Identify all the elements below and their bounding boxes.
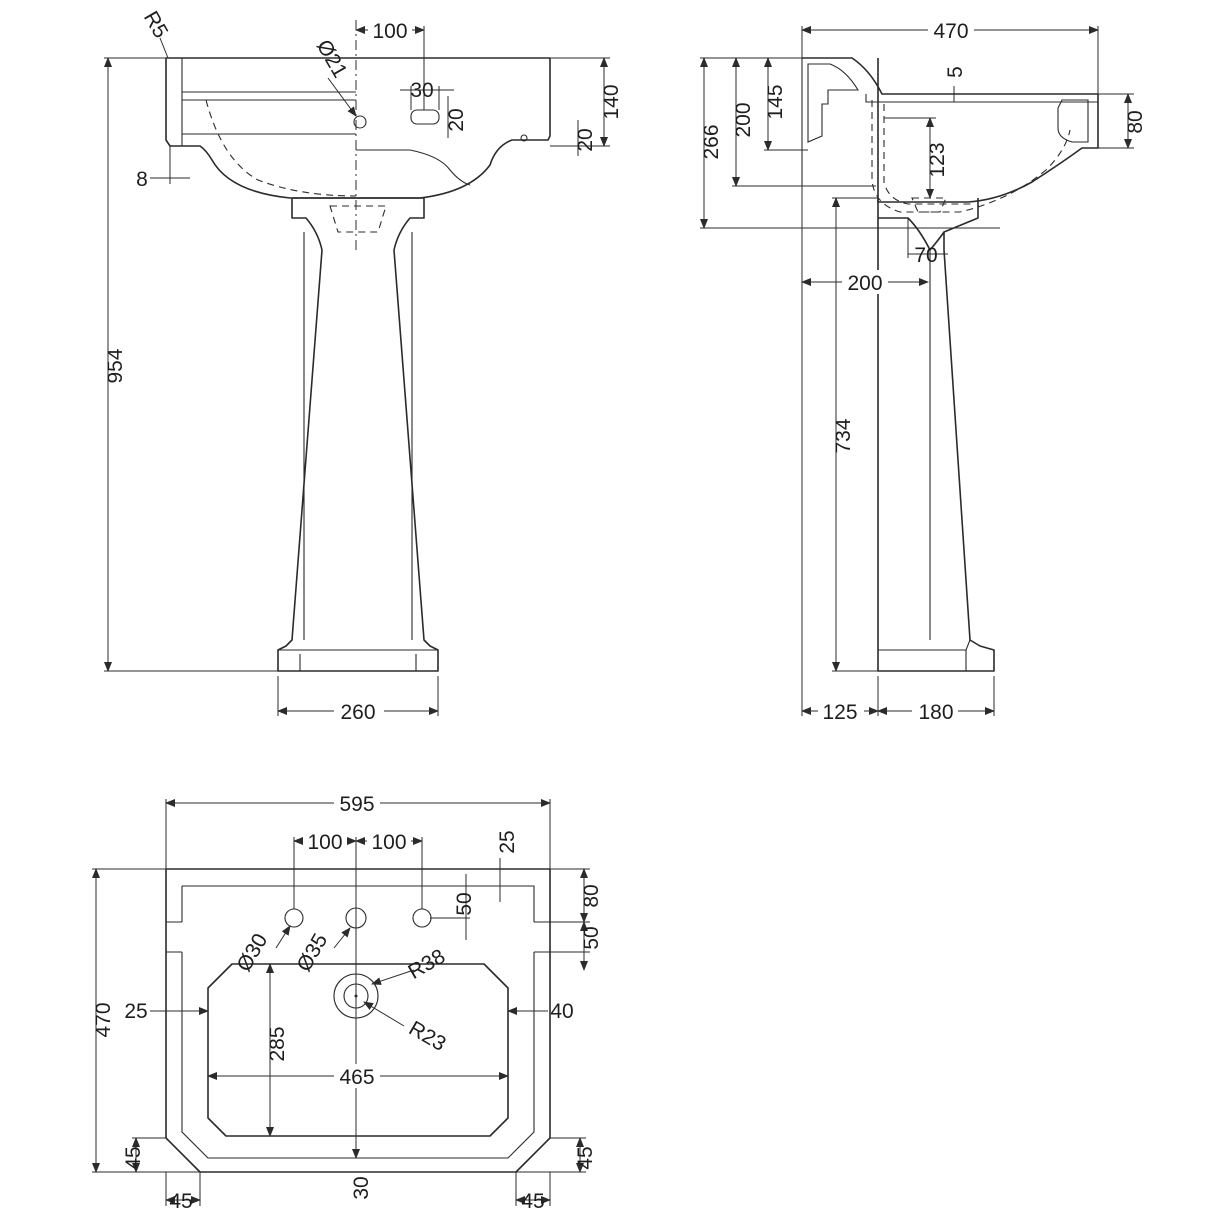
side-basin-outline <box>802 57 1099 203</box>
dim-8: 8 <box>136 168 148 191</box>
side-dim-145: 145 <box>764 84 787 119</box>
dim-140: 140 <box>600 84 623 119</box>
label-dia35: Ø35 <box>292 930 332 976</box>
plan-dim-100a-mask <box>303 829 347 853</box>
dim-100-mask <box>368 18 412 42</box>
plan-dim-100b-mask <box>367 829 411 853</box>
label-r23: R23 <box>405 1017 450 1056</box>
side-view: 470 5 266 200 145 80 123 70 200 734 <box>700 18 1147 724</box>
dim-20b: 20 <box>574 128 597 151</box>
plan-dim-25top: 25 <box>496 830 519 853</box>
side-dim-70: 70 <box>914 244 937 267</box>
side-dim-123: 123 <box>926 142 949 177</box>
dim-260-mask <box>334 699 384 723</box>
dia30-leader <box>275 925 291 949</box>
label-r5: R5 <box>139 7 172 42</box>
overflow-hole <box>353 115 367 129</box>
plan-rim-steps <box>166 921 550 953</box>
plan-dim-465-mask <box>334 1064 380 1088</box>
side-dim-200b: 200 <box>847 272 882 295</box>
plan-rim-inner <box>181 885 535 1159</box>
plan-dim-30: 30 <box>350 1176 373 1199</box>
dim-200b-mask <box>842 270 888 294</box>
fixing-hole <box>520 134 528 142</box>
tap-hole-right <box>412 908 432 928</box>
r5-leader <box>159 37 169 59</box>
plan-dim-285: 285 <box>266 1026 289 1061</box>
side-dim-734: 734 <box>832 418 855 453</box>
dim-180-mask <box>912 699 958 723</box>
plan-dim-80: 80 <box>580 884 603 907</box>
plan-dim-595: 595 <box>339 793 374 816</box>
side-bowl-hidden-2 <box>883 104 972 205</box>
plan-dim-25left: 25 <box>124 1000 147 1023</box>
dia35-leader <box>333 927 351 949</box>
dim-260: 260 <box>340 701 375 724</box>
plan-dim-595-mask <box>334 791 380 815</box>
side-overflow-profile <box>807 63 859 143</box>
dia21-leader <box>327 77 357 117</box>
side-pedestal-foot <box>878 639 971 671</box>
tap-hole-left <box>284 908 304 928</box>
front-waste-hidden <box>329 205 387 233</box>
side-waste-hidden <box>911 197 947 213</box>
plan-dim-45bl: 45 <box>169 1190 192 1213</box>
plan-dim-45l: 45 <box>122 1146 145 1169</box>
front-view: 954 260 100 30 20 140 20 8 R5 Ø21 <box>104 7 623 724</box>
side-bowl-hidden <box>871 100 1071 213</box>
side-dim-180: 180 <box>918 701 953 724</box>
dim-100: 100 <box>372 20 407 43</box>
plan-dim-50b: 50 <box>580 926 603 949</box>
side-basin-rim <box>865 94 1098 103</box>
plan-bowl <box>207 963 509 1137</box>
r38-leader <box>371 969 415 985</box>
r23-leader <box>363 1001 405 1027</box>
dim-30: 30 <box>410 79 433 102</box>
front-pedestal-edges <box>278 232 438 651</box>
side-pedestal <box>877 198 995 672</box>
plan-basin-outline <box>165 868 551 1173</box>
side-rim-profile <box>1057 99 1089 143</box>
dim-470-mask <box>928 18 974 42</box>
plan-dim-45r: 45 <box>574 1146 597 1169</box>
side-dim-80: 80 <box>1124 110 1147 133</box>
side-dim-125: 125 <box>822 701 857 724</box>
front-pedestal-foot <box>299 654 417 671</box>
front-basin-bowl-curve <box>356 149 471 186</box>
side-dim-266: 266 <box>700 124 723 159</box>
plan-dim-40: 40 <box>550 1000 573 1023</box>
plan-dim-470: 470 <box>92 1002 115 1037</box>
plan-dim-100b: 100 <box>371 831 406 854</box>
dim-20a: 20 <box>445 108 468 131</box>
side-dim-470: 470 <box>933 20 968 43</box>
plan-dim-50a: 50 <box>453 892 476 915</box>
plan-dim-465: 465 <box>339 1066 374 1089</box>
dim-954: 954 <box>104 348 127 383</box>
side-dim-5: 5 <box>944 66 967 78</box>
plan-dim-45br: 45 <box>521 1190 544 1213</box>
side-dim-200a: 200 <box>732 102 755 137</box>
plan-dim-100a: 100 <box>307 831 342 854</box>
plan-view: 595 100 100 25 50 80 50 470 25 40 285 <box>92 791 603 1213</box>
label-r38: R38 <box>404 945 449 984</box>
front-basin-rim-left <box>166 57 183 146</box>
front-pedestal <box>277 197 439 672</box>
tap-hole-slot <box>410 109 440 125</box>
dim-125-mask <box>818 699 864 723</box>
front-bowl-hidden <box>205 99 357 197</box>
label-dia30: Ø30 <box>232 930 272 976</box>
side-basin-back <box>801 58 876 187</box>
